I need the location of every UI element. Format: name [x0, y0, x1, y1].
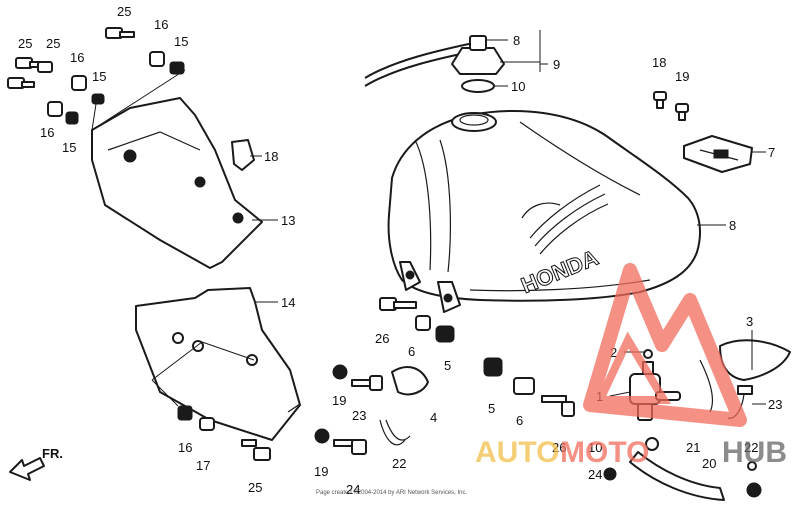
side-cover-lower [135, 287, 301, 441]
callout-label: 18 [652, 55, 666, 70]
watermark-logo: AUTO MOTO HUB [475, 263, 787, 469]
hose-fittings-center [314, 297, 455, 455]
callout-label: 25 [46, 36, 60, 51]
callout-label: 5 [444, 358, 451, 373]
callout-label: 8 [513, 33, 520, 48]
hardware-set [7, 27, 271, 461]
callout-label: 9 [553, 57, 560, 72]
callout-numbers: 8 9 10 18 19 7 8 25 16 15 25 25 16 15 16… [18, 4, 782, 497]
callout-label: 6 [516, 413, 523, 428]
callout-label: 13 [281, 213, 295, 228]
callout-label: 15 [62, 140, 76, 155]
callout-label: 4 [430, 410, 437, 425]
callout-label: 22 [392, 456, 406, 471]
callout-label: 5 [488, 401, 495, 416]
callout-label: 17 [196, 458, 210, 473]
callout-label: 15 [174, 34, 188, 49]
callout-label: 26 [552, 440, 566, 455]
callout-label: 3 [746, 314, 753, 329]
side-cover-upper [91, 97, 263, 269]
callout-label: 19 [675, 69, 689, 84]
watermark-text-right: HUB [722, 436, 787, 469]
mount-bracket [653, 91, 753, 173]
callout-label: 21 [686, 440, 700, 455]
callout-label: 8 [729, 218, 736, 233]
callout-label: 6 [408, 344, 415, 359]
leader-lines [91, 30, 766, 407]
callout-label: 24 [346, 482, 360, 497]
watermark-text-middle: MOTO [560, 436, 649, 469]
callout-label: 22 [744, 440, 758, 455]
callout-label: 16 [178, 440, 192, 455]
callout-label: 20 [702, 456, 716, 471]
callout-label: 19 [314, 464, 328, 479]
callout-label: 25 [248, 480, 262, 495]
callout-label: 26 [375, 331, 389, 346]
callout-label: 16 [154, 17, 168, 32]
footer-credit: Page created ©2004-2014 by ARI Network S… [316, 489, 467, 496]
callout-label: 23 [352, 408, 366, 423]
watermark-text-left: AUTO [475, 436, 559, 469]
callout-label: 7 [768, 145, 775, 160]
callout-label: 16 [40, 125, 54, 140]
callout-label: 24 [588, 467, 602, 482]
callout-label: 25 [117, 4, 131, 19]
front-label: FR. [42, 446, 63, 461]
fuel-cap-assembly [364, 35, 505, 93]
callout-label: 14 [281, 295, 295, 310]
callout-label: 23 [768, 397, 782, 412]
callout-label: 18 [264, 149, 278, 164]
callout-label: 25 [18, 36, 32, 51]
callout-label: 2 [610, 345, 617, 360]
callout-label: 15 [92, 69, 106, 84]
callout-label: 10 [588, 440, 602, 455]
callout-label: 10 [511, 79, 525, 94]
callout-label: 19 [332, 393, 346, 408]
front-direction-indicator: FR. [9, 446, 63, 481]
fuel-tank: HONDA [387, 110, 701, 313]
callout-label: 16 [70, 50, 84, 65]
